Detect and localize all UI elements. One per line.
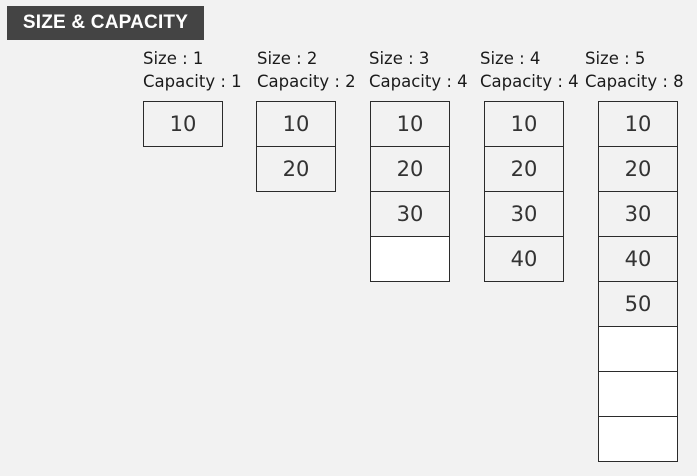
page-title: SIZE & CAPACITY [7,6,204,40]
empty-slot [599,416,677,461]
size-label: Size : 2 [257,49,318,68]
vector-column-1: Size : 1 Capacity : 1 10 [143,47,242,147]
element-cell: 50 [599,281,677,326]
element-cell: 20 [599,146,677,191]
element-cell: 40 [599,236,677,281]
element-cell: 10 [257,102,335,146]
element-cell: 10 [371,102,449,146]
capacity-label: Capacity : 2 [257,72,356,91]
empty-slot [371,236,449,281]
empty-slot [599,371,677,416]
capacity-label: Capacity : 4 [369,72,468,91]
element-cell: 30 [599,191,677,236]
element-cell: 20 [371,146,449,191]
capacity-label: Capacity : 1 [143,72,242,91]
capacity-label: Capacity : 8 [585,72,684,91]
empty-slot [599,326,677,371]
element-cell: 10 [144,102,222,146]
size-label: Size : 5 [585,49,646,68]
element-cell: 10 [485,102,563,146]
element-cell: 10 [599,102,677,146]
element-cell: 30 [371,191,449,236]
size-label: Size : 3 [369,49,430,68]
size-label: Size : 1 [143,49,204,68]
element-cell: 40 [485,236,563,281]
size-label: Size : 4 [480,49,541,68]
element-cell: 20 [257,146,335,191]
capacity-label: Capacity : 4 [480,72,579,91]
element-cell: 30 [485,191,563,236]
element-cell: 20 [485,146,563,191]
memory-block: 10 [143,101,223,147]
